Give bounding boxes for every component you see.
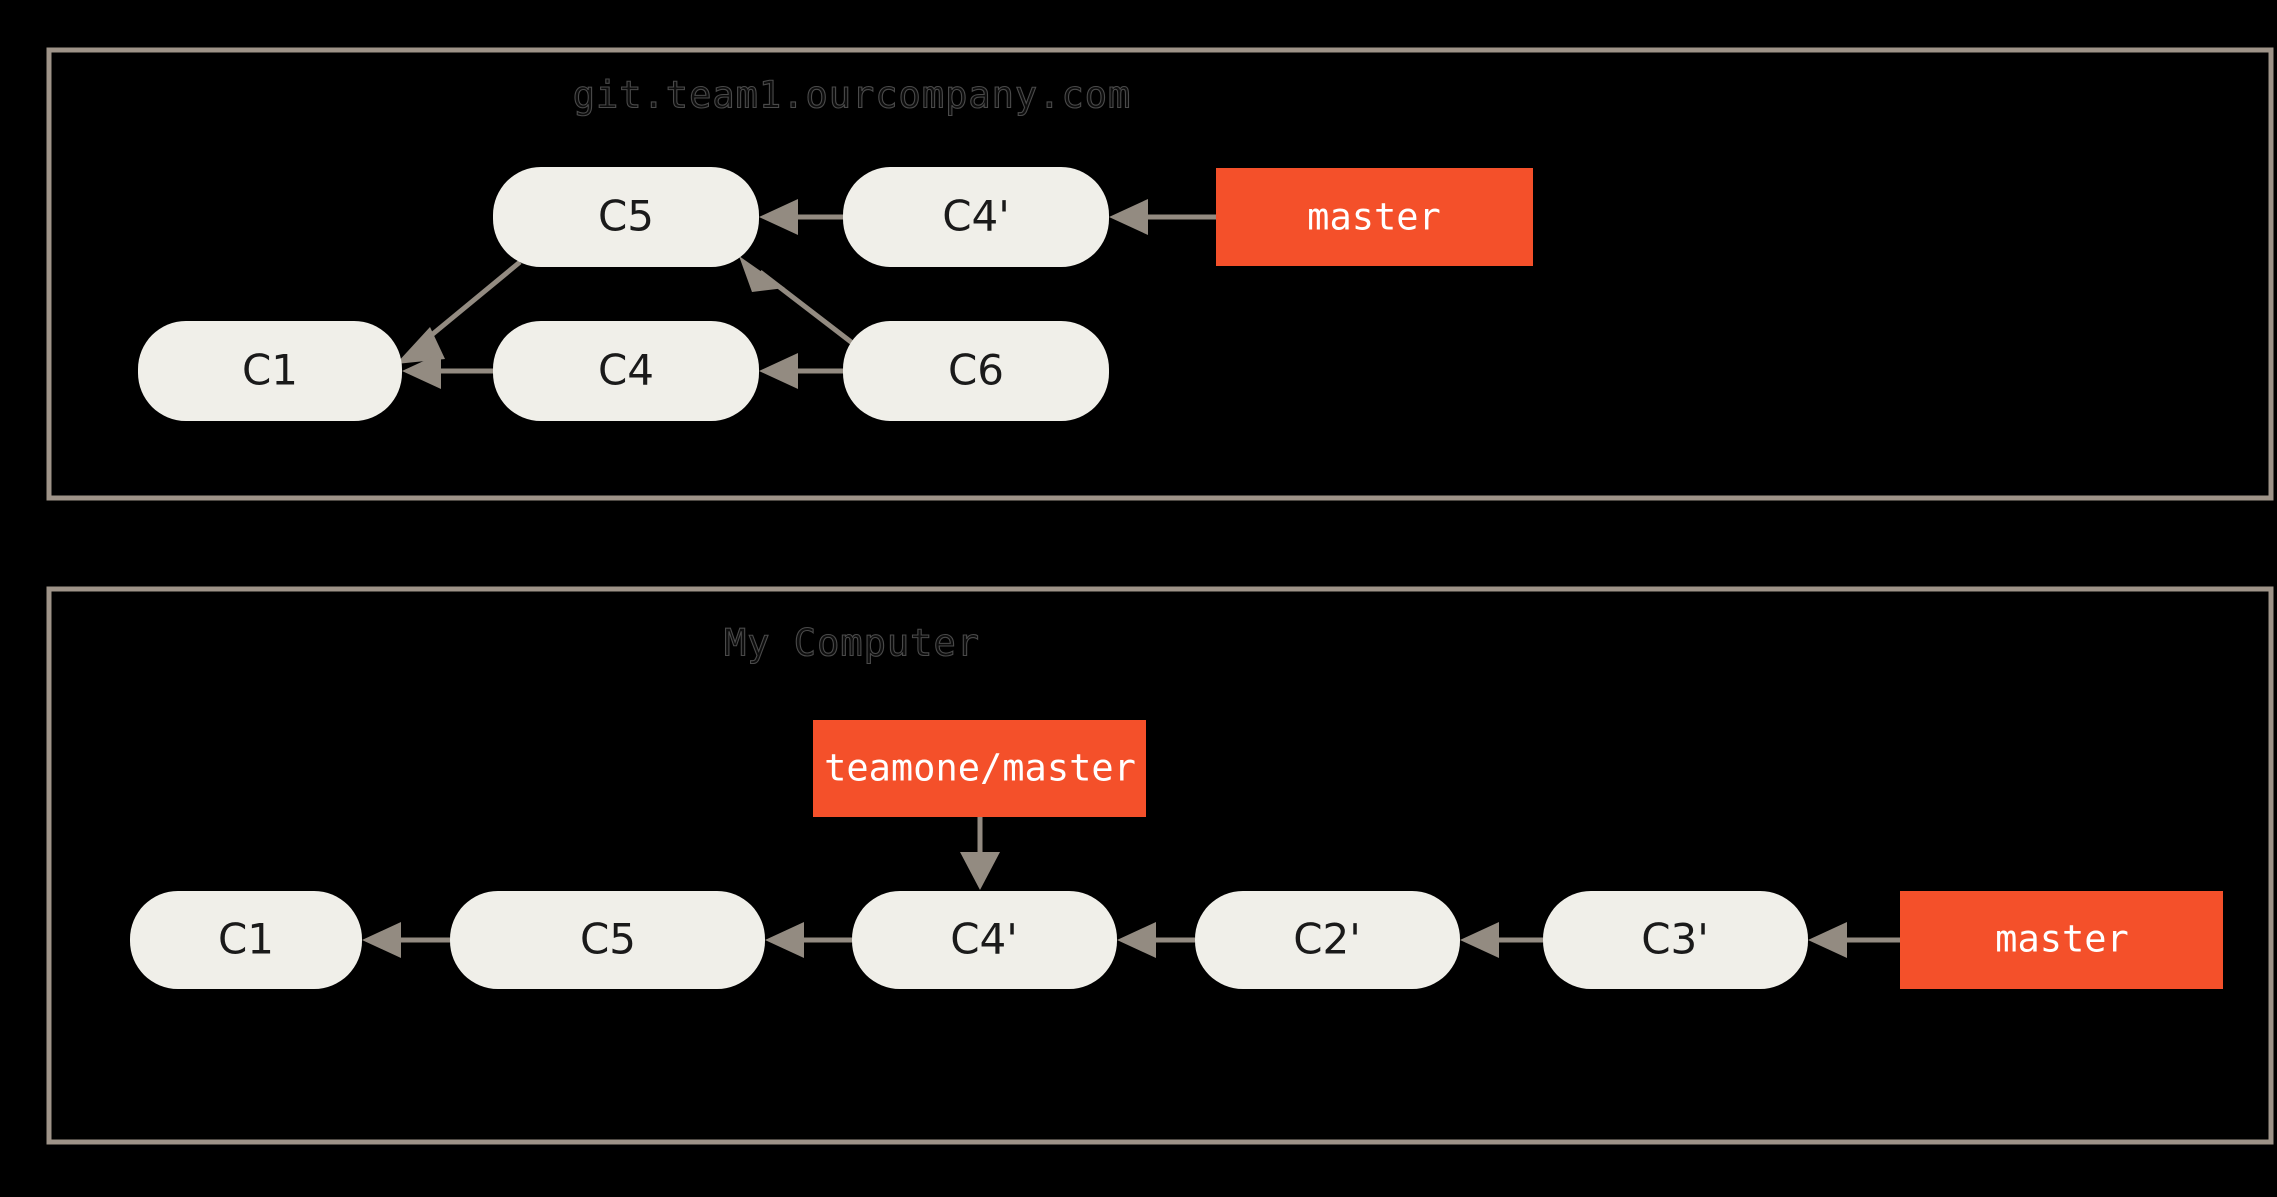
commit-label: C6 (948, 346, 1004, 395)
commit-node-c2prime-local[interactable]: C2' (1195, 891, 1460, 989)
edge-c4prime-to-c5 (759, 199, 843, 235)
branch-label-text: teamone/master (824, 747, 1136, 790)
edge-c4-to-c1 (402, 353, 493, 389)
edge-teamone-master-to-c4prime (960, 817, 1000, 890)
commit-node-c6-remote[interactable]: C6 (843, 321, 1109, 421)
commit-label: C5 (598, 192, 654, 241)
remote-repository-panel: git.team1.ourcompany.com (46, 47, 2274, 501)
commit-label: C2' (1293, 915, 1361, 964)
branch-label-text: master (1307, 196, 1441, 239)
commit-shape (843, 167, 1109, 267)
edge-master-to-c4prime (1109, 199, 1216, 235)
commit-label: C5 (580, 915, 636, 964)
commit-shape (493, 321, 759, 421)
remote-panel-frame (46, 47, 2274, 501)
edge-master-to-c3prime (1808, 922, 1900, 958)
commit-shape (130, 891, 362, 989)
commit-node-c5-local[interactable]: C5 (450, 891, 765, 989)
commit-shape (493, 167, 759, 267)
commit-label: C4' (942, 192, 1010, 241)
commit-shape (450, 891, 765, 989)
branch-label-text: master (1995, 918, 2129, 961)
branch-label-teamone-master[interactable]: teamone/master (813, 720, 1146, 817)
commit-node-c1-local[interactable]: C1 (130, 891, 362, 989)
branch-shape (1900, 891, 2223, 989)
commit-shape (852, 891, 1117, 989)
edge-c5-to-c1 (396, 260, 522, 364)
commit-node-c4prime-remote[interactable]: C4' (843, 167, 1109, 267)
commit-label: C4' (950, 915, 1018, 964)
commit-node-c1-remote[interactable]: C1 (138, 321, 402, 421)
commit-label: C3' (1641, 915, 1709, 964)
remote-panel-title: git.team1.ourcompany.com (573, 74, 1132, 117)
commit-node-c4-remote[interactable]: C4 (493, 321, 759, 421)
edge-c6-to-c5 (739, 256, 857, 347)
commit-label: C1 (242, 346, 298, 395)
commit-shape (1543, 891, 1808, 989)
local-repository-panel: My Computer (46, 586, 2274, 1145)
local-panel-title: My Computer (724, 622, 980, 665)
commit-node-c5-remote[interactable]: C5 (493, 167, 759, 267)
commit-label: C4 (598, 346, 654, 395)
branch-shape (1216, 168, 1533, 266)
commit-node-c3prime-local[interactable]: C3' (1543, 891, 1808, 989)
branch-shape (813, 720, 1146, 817)
commit-shape (138, 321, 402, 421)
local-panel-frame (46, 586, 2274, 1145)
commit-label: C1 (218, 915, 274, 964)
commit-shape (843, 321, 1109, 421)
edge-c2prime-to-c4prime (1117, 922, 1195, 958)
commit-node-c4prime-local[interactable]: C4' (852, 891, 1117, 989)
commit-shape (1195, 891, 1460, 989)
branch-label-master-remote[interactable]: master (1216, 168, 1533, 266)
edge-c4prime-to-c5-local (765, 922, 852, 958)
edge-c3prime-to-c2prime (1460, 922, 1543, 958)
branch-label-master-local[interactable]: master (1900, 891, 2223, 989)
edge-c5-to-c1-local (362, 922, 450, 958)
edge-c6-to-c4 (759, 353, 843, 389)
